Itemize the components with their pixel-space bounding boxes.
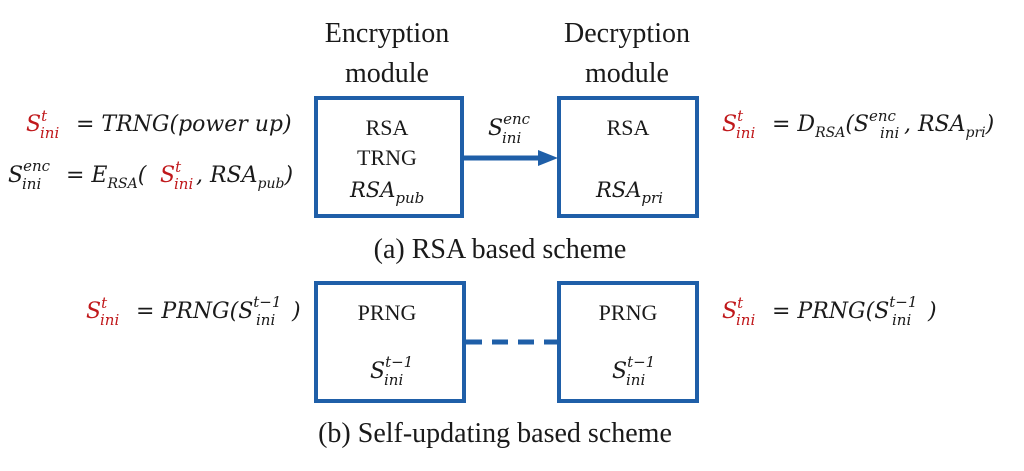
left-box-prng-label: PRNG: [358, 300, 417, 325]
left-eq2-tail: , RSApub): [196, 163, 293, 192]
prng-box-left: [314, 281, 466, 403]
b-right-eq-arg-sub: ini: [892, 311, 911, 329]
dec-box-rsa-pri: RSApri: [595, 178, 663, 207]
b-right-eq-lhs-sub: ini: [736, 311, 755, 329]
enc-box-rsa-pub-sub: pub: [395, 189, 424, 207]
right-eq-eq-sub: RSA: [814, 125, 845, 141]
b-left-eq-arg-base: S: [238, 299, 253, 324]
right-eq-arg2-sub: pri: [966, 125, 986, 141]
left-eq2-arg2-sub: pub: [258, 176, 285, 192]
right-eq-arg1-base: S: [854, 112, 869, 137]
caption-b: (b) Self-updating based scheme: [318, 418, 672, 449]
left-eq2-arg1-sup: t: [175, 158, 182, 176]
b-right-eq-eq: = PRNG(: [772, 299, 875, 324]
b-left-eq-arg-sup: t−1: [253, 293, 281, 311]
encryption-module-box: [314, 96, 464, 218]
b-right-eq-lhs-sup: t: [737, 294, 744, 312]
b-right-eq-close: ): [927, 299, 937, 324]
right-box-s-sup: t−1: [627, 353, 655, 371]
b-left-eq-close: ): [291, 299, 301, 324]
b-right-eq-arg-sup: t−1: [889, 293, 917, 311]
right-eq-sep: , RSA: [904, 112, 966, 137]
arrow-label-sup: enc: [503, 110, 531, 128]
arrow-label-base: S: [488, 116, 503, 141]
b-left-eq-arg-sub: ini: [256, 311, 275, 329]
left-box-s-sub: ini: [384, 371, 403, 389]
right-eq-lhs-sub: ini: [736, 124, 755, 142]
left-eq2-lhs-base: S: [8, 163, 23, 188]
dec-box-rsa-pri-sub: pri: [641, 189, 663, 207]
left-eq2-arg1-base: S: [160, 163, 175, 188]
left-eq2-eq-sub: RSA: [107, 176, 138, 192]
left-eq2-lhs-sub: ini: [22, 175, 41, 193]
left-eq1-lhs-sub: ini: [40, 124, 59, 142]
prng-box-right: [557, 281, 699, 403]
encryption-header-line1: Encryption: [325, 18, 449, 49]
left-eq2-arg1-sub: ini: [174, 175, 193, 193]
right-box-s-sub: ini: [626, 371, 645, 389]
encryption-header-line2: module: [345, 58, 429, 89]
enc-box-rsa-pub: RSApub: [349, 178, 424, 207]
left-eq2-rhs: = ERSA(: [66, 163, 147, 192]
caption-a: (a) RSA based scheme: [374, 234, 627, 265]
dec-box-rsa-label: RSA: [607, 115, 650, 140]
b-left-eq-lhs-sub: ini: [100, 311, 119, 329]
decryption-header-line2: module: [585, 58, 669, 89]
left-eq1-rhs: = TRNG(power up): [76, 112, 292, 137]
left-eq2-open: (: [138, 163, 147, 188]
dec-box-rsa-pri-base: RSA: [595, 178, 641, 202]
arrow-label-sub: ini: [502, 129, 521, 147]
right-eq-lhs-sup: t: [737, 107, 744, 125]
b-right-eq-arg-base: S: [874, 299, 889, 324]
right-box-s-base: S: [612, 359, 627, 384]
right-eq-eq: = D: [772, 112, 815, 137]
left-eq2-eq: = E: [66, 163, 108, 188]
right-eq-open: (: [845, 112, 854, 137]
left-eq1-lhs-sup: t: [41, 107, 48, 125]
left-box-s-sup: t−1: [385, 353, 413, 371]
decryption-module-box: [557, 96, 699, 218]
b-right-eq-lhs-base: S: [722, 299, 737, 324]
right-eq-lhs-base: S: [722, 112, 737, 137]
left-eq2-close: ): [283, 163, 293, 188]
enc-to-dec-arrow-head: [538, 150, 558, 166]
b-left-eq-lhs-base: S: [86, 299, 101, 324]
left-eq2-sep: , RSA: [196, 163, 258, 188]
right-box-prng-label: PRNG: [599, 300, 658, 325]
left-eq2-lhs-sup: enc: [23, 157, 51, 175]
b-left-eq-eq: = PRNG(: [136, 299, 239, 324]
decryption-header-line1: Decryption: [564, 18, 690, 49]
left-box-s-base: S: [370, 359, 385, 384]
enc-box-rsa-label: RSA: [366, 115, 409, 140]
enc-box-rsa-pub-base: RSA: [349, 178, 395, 202]
right-eq-arg1-sub: ini: [880, 124, 899, 142]
right-eq-close: ): [985, 112, 995, 137]
left-eq1-lhs-base: S: [26, 112, 41, 137]
b-left-eq-lhs-sup: t: [101, 294, 108, 312]
enc-box-trng-label: TRNG: [357, 145, 417, 170]
right-eq-arg1-sup: enc: [869, 107, 897, 125]
